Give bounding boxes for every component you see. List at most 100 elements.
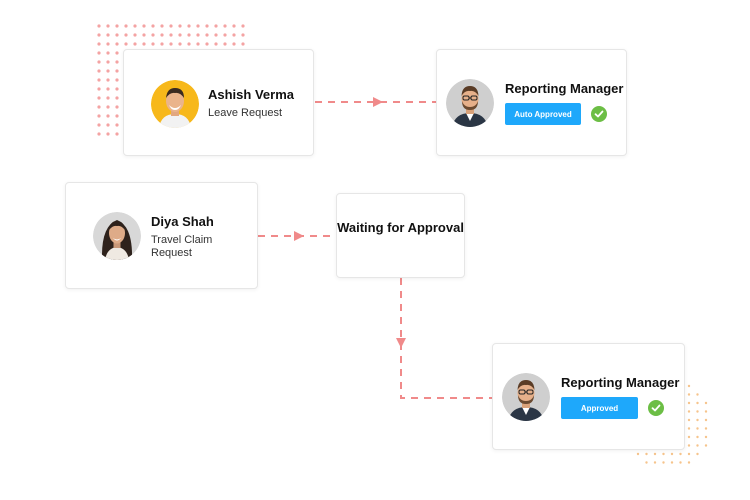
decor-dot [187,42,191,46]
decor-dot [115,33,119,37]
decor-dot [696,427,699,430]
decor-dot [115,78,119,82]
decor-dot [97,51,101,55]
decor-dot [97,24,101,28]
decor-dot [636,452,640,456]
decor-dot [97,69,101,73]
decor-dot [645,452,648,456]
manager-card-1[interactable]: Reporting Manager Auto Approved [436,49,627,156]
decor-dot [106,60,110,64]
decor-dot [97,42,101,46]
decor-dot [214,33,218,37]
decor-dot [687,435,691,439]
decor-dot [106,123,110,127]
person-avatar-icon [151,80,199,128]
decor-dot [223,33,227,37]
manager-title: Reporting Manager [561,375,680,390]
status-badge-auto-approved: Auto Approved [505,103,581,125]
decor-dot [151,42,155,46]
manager-card-2[interactable]: Reporting Manager Approved [492,343,685,450]
decor-dot [687,384,691,388]
decor-dot [133,42,137,46]
decor-dot [106,42,110,46]
decor-dot [687,427,691,430]
decor-dot [687,401,691,405]
waiting-label: Waiting for Approval [337,220,464,235]
decor-dot [679,452,682,456]
requester-card-ashish[interactable]: Ashish Verma Leave Request [123,49,314,156]
decor-dot [696,435,699,439]
decor-dot [160,33,164,37]
decor-dot [687,410,691,413]
decor-dot [106,114,110,118]
decor-dot [653,452,657,456]
decor-dot [115,69,119,73]
decor-dot [696,418,699,422]
person-avatar-icon [93,212,141,260]
decor-dot [653,461,657,464]
decor-dot [97,33,101,37]
decor-dot [106,78,110,82]
decor-dot [115,96,119,100]
decor-dot [662,452,665,456]
decor-dot [662,461,665,464]
decor-dot [223,42,227,46]
decor-dot [696,444,699,447]
decor-dot [670,452,674,456]
decor-dot [704,435,708,439]
decor-dot [169,24,173,28]
decor-dot [196,33,200,37]
decor-dot [196,24,200,28]
request-type: Travel Claim Request [151,234,213,259]
decor-dot [115,123,119,127]
decor-dot [106,24,110,28]
avatar-manager-2 [502,373,550,421]
requester-card-diya[interactable]: Diya Shah Travel Claim Request [65,182,258,289]
decor-dot [687,461,691,464]
decor-dot [97,96,101,100]
decor-dot [97,60,101,64]
decor-dot [106,33,110,37]
decor-dot [106,69,110,73]
decor-dot [133,24,137,28]
status-badge-approved: Approved [561,397,638,419]
decor-dot [115,105,119,109]
decor-dot [704,410,708,413]
decor-dot [687,444,691,447]
decor-dot [670,461,674,464]
decor-dot [696,452,699,456]
decor-dot [106,96,110,100]
decor-dot [687,452,691,456]
decor-dot [106,105,110,109]
decor-dot [115,51,119,55]
decor-dot [151,33,155,37]
decor-dot [704,444,708,447]
decor-dot [687,418,691,422]
decor-dot [124,42,128,46]
check-icon [591,106,607,122]
decor-dot [232,33,236,37]
arrow-head-1 [373,97,383,107]
decor-dot [97,87,101,91]
decor-dot [97,132,101,136]
decor-dot [241,24,245,28]
decor-dot [196,42,200,46]
decor-dot [241,42,245,46]
decor-dot [115,87,119,91]
decor-dot [679,461,682,464]
decor-dot [214,24,218,28]
decor-dot [97,123,101,127]
decor-dot [115,42,119,46]
decor-dot [115,60,119,64]
decor-dot [178,42,182,46]
decor-dot [205,42,209,46]
decor-dot [142,33,146,37]
decor-dot [106,87,110,91]
arrow-head-3 [396,338,406,348]
decor-dot [151,24,155,28]
avatar-ashish [151,80,199,128]
decor-dot [696,410,699,413]
waiting-card[interactable]: Waiting for Approval [336,193,465,278]
decor-dot [241,33,245,37]
decor-dot [124,33,128,37]
